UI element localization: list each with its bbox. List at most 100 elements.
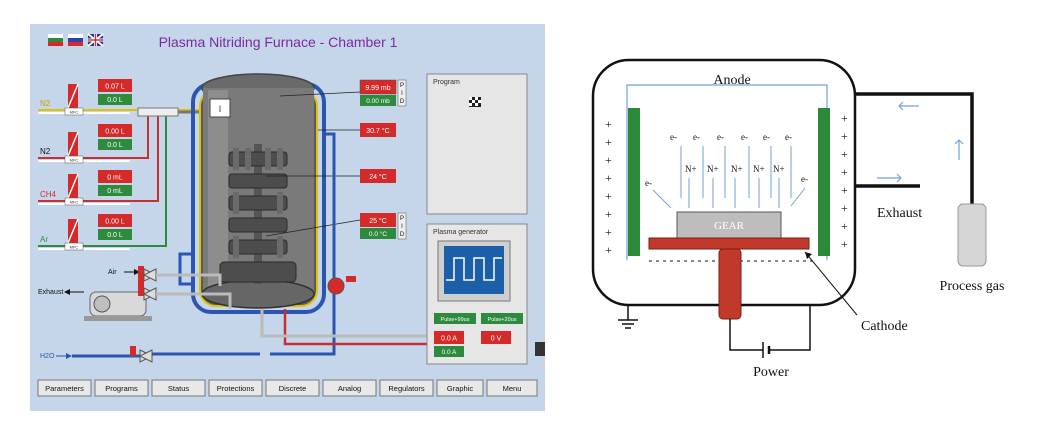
svg-text:N+: N+ — [707, 164, 719, 174]
air-valve[interactable] — [138, 266, 144, 282]
process-gas-label: Process gas — [940, 279, 1005, 294]
svg-text:Status: Status — [168, 384, 190, 393]
svg-text:+: + — [841, 237, 848, 251]
svg-text:I: I — [401, 91, 403, 97]
svg-text:Pulse+99us: Pulse+99us — [441, 317, 470, 323]
svg-text:N+: N+ — [753, 164, 765, 174]
pid-button[interactable] — [397, 79, 407, 107]
menu-button-protections[interactable]: Protections — [208, 379, 263, 397]
air-label: Air — [108, 269, 117, 276]
voltage-readout — [481, 331, 511, 344]
program-panel: Program — [426, 73, 528, 215]
svg-text:0.0 A: 0.0 A — [442, 349, 457, 356]
svg-text:MFC: MFC — [70, 200, 79, 205]
svg-text:+: + — [841, 219, 848, 233]
anode-electrode-right — [818, 108, 830, 256]
gas-actual-readout — [98, 229, 132, 240]
program-title: Program — [433, 79, 460, 86]
pid-button[interactable] — [397, 212, 407, 240]
svg-text:N+: N+ — [731, 164, 743, 174]
cathode-pointer — [804, 251, 858, 316]
cathode-plate — [648, 237, 810, 250]
exhaust-valve[interactable] — [138, 282, 144, 296]
menu-button-graphic[interactable]: Graphic — [436, 379, 484, 397]
gas-setpoint-field[interactable] — [98, 124, 132, 137]
gas-line-3: CH4 MFC 0 mL 0 mL — [38, 170, 132, 206]
svg-text:0.0 L: 0.0 L — [107, 142, 123, 149]
svg-text:0 V: 0 V — [491, 336, 502, 343]
svg-text:MFC: MFC — [70, 158, 79, 163]
gas-manifold-pipes — [130, 107, 206, 247]
wall-temperature-readout: 30.7 °C — [318, 123, 396, 137]
menu-button-parameters[interactable]: Parameters — [37, 379, 92, 397]
menu-button-discrete[interactable]: Discrete — [265, 379, 320, 397]
svg-text:+: + — [605, 153, 612, 167]
cathode-label: Cathode — [861, 319, 908, 334]
svg-text:+: + — [841, 201, 848, 215]
gas-actual-readout — [98, 94, 132, 105]
svg-text:D: D — [400, 99, 405, 105]
cathode-feedthrough — [718, 248, 742, 320]
exhaust-pump-assembly: Air Exhaust — [38, 266, 232, 321]
svg-text:Graphic: Graphic — [447, 384, 474, 393]
plasma-generator-panel: Plasma generator Pulse+99us Pulse+20us 0… — [426, 223, 528, 365]
gas-actual-readout — [98, 185, 132, 196]
svg-text:24 °C: 24 °C — [369, 173, 387, 181]
svg-text:+: + — [605, 189, 612, 203]
valve-right[interactable] — [327, 276, 356, 295]
gas-inlet-pipe — [855, 92, 974, 204]
pulse-button-2[interactable] — [481, 313, 523, 324]
svg-text:25 °C: 25 °C — [369, 217, 387, 225]
svg-text:+: + — [605, 207, 612, 221]
svg-text:0 mL: 0 mL — [107, 175, 123, 182]
menu-button-menu[interactable]: Menu — [486, 379, 538, 397]
menu-button-analog[interactable]: Analog — [322, 379, 377, 397]
svg-text:P: P — [400, 216, 404, 222]
bulgarian-flag[interactable] — [48, 34, 63, 46]
power-wire-left — [729, 319, 763, 351]
russian-flag[interactable] — [68, 34, 83, 46]
panel-edge-connector — [535, 342, 545, 356]
svg-text:MFC: MFC — [70, 110, 79, 115]
bottom-menu-bar: Parameters Programs Status Protections D… — [30, 376, 545, 400]
svg-text:Protections: Protections — [217, 384, 255, 393]
svg-text:Regulators: Regulators — [388, 384, 425, 393]
svg-text:0.0 °C: 0.0 °C — [369, 230, 387, 238]
mid-temperature-readout: 24 °C — [266, 169, 396, 183]
low-temperature-readout: 25 °C 0.0 °C P I D — [265, 212, 407, 240]
h2o-inlet: H2O — [40, 346, 154, 363]
gear-label: GEAR — [714, 220, 745, 232]
electron-labels: e- e- e- e- e- e- e- e- — [645, 132, 808, 188]
pulse-button-1[interactable] — [434, 313, 476, 324]
svg-text:+: + — [841, 111, 848, 125]
h2o-label: H2O — [40, 353, 55, 360]
menu-button-status[interactable]: Status — [151, 379, 206, 397]
svg-text:Pulse+20us: Pulse+20us — [488, 317, 517, 323]
nitrogen-ion-labels: N+ N+ N+ N+ N+ — [685, 164, 785, 174]
gear-stack — [219, 144, 297, 284]
svg-text:0 mL: 0 mL — [107, 188, 123, 195]
menu-button-regulators[interactable]: Regulators — [379, 379, 434, 397]
power-label: Power — [753, 365, 789, 380]
gas-name-label: Ar — [40, 235, 48, 244]
svg-text:+: + — [605, 171, 612, 185]
current-readout — [434, 331, 464, 344]
gas-setpoint-field[interactable] — [98, 79, 132, 92]
svg-text:e-: e- — [670, 132, 677, 142]
current-setpoint[interactable] — [434, 346, 464, 357]
h2o-valve[interactable] — [130, 346, 136, 356]
svg-text:Analog: Analog — [338, 384, 361, 393]
uk-flag[interactable] — [87, 33, 104, 47]
svg-text:Programs: Programs — [105, 384, 138, 393]
svg-text:0.00 L: 0.00 L — [105, 129, 125, 136]
gas-setpoint-field[interactable] — [98, 170, 132, 183]
svg-text:+: + — [605, 117, 612, 131]
menu-button-programs[interactable]: Programs — [94, 379, 149, 397]
gas-setpoint-field[interactable] — [98, 214, 132, 227]
svg-text:e-: e- — [717, 132, 724, 142]
hmi-title: Plasma Nitriding Furnace - Chamber 1 — [159, 34, 398, 50]
svg-text:+: + — [605, 243, 612, 257]
gear-workpiece — [676, 211, 782, 239]
svg-text:MFC: MFC — [70, 245, 79, 250]
gas-name-label: N2 — [40, 99, 51, 108]
